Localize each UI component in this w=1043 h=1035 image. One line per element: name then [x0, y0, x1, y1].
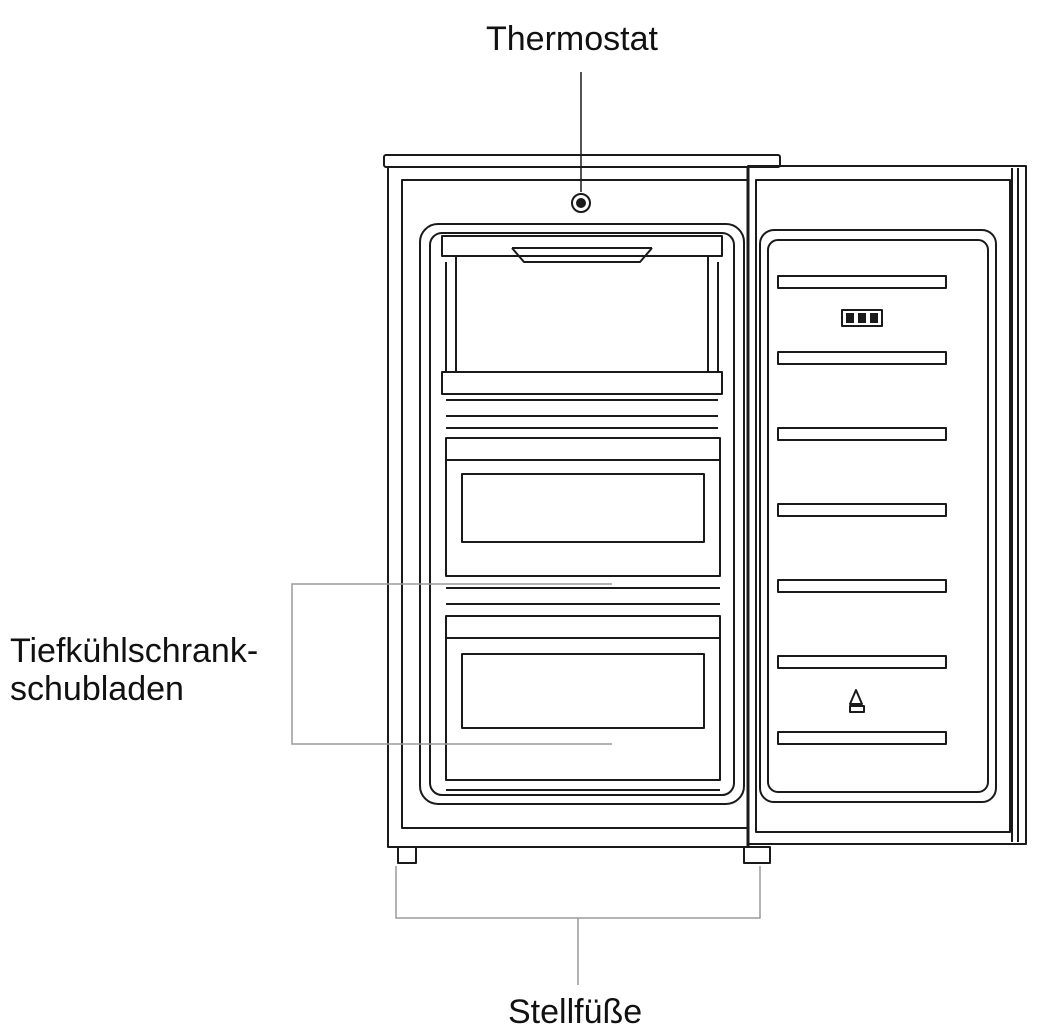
- top-compartment: [441, 235, 723, 429]
- top-compartment-rim: [441, 235, 723, 257]
- drawer-2-window: [461, 653, 705, 729]
- drawer-2-lip: [445, 615, 721, 639]
- drawer-2: [445, 615, 721, 791]
- adjustable-feet-label: Stellfüße: [508, 993, 643, 1031]
- drawer-1-lip: [445, 437, 721, 461]
- interior-outer-wall: [419, 223, 745, 805]
- freezer-drawers-label: Tiefkühlschrank- schubladen: [10, 632, 258, 708]
- door-liner: [759, 229, 997, 803]
- door-rack-2: [777, 351, 947, 365]
- thermostat-label: Thermostat: [486, 20, 658, 58]
- door-rack-5: [777, 579, 947, 593]
- door-liner-inner: [767, 239, 989, 793]
- drawer-2-front: [445, 637, 721, 781]
- drawers-leader: [291, 583, 612, 745]
- warning-icon: [849, 689, 865, 713]
- drawer-1-front: [445, 459, 721, 577]
- door-rack-4: [777, 503, 947, 517]
- freezer-drawers-label-line-1: Tiefkühlschrank-: [10, 632, 259, 670]
- interior-inner-wall: [429, 232, 735, 796]
- leader-lines: [291, 72, 761, 985]
- drawer-1: [445, 437, 721, 605]
- shelf: [441, 371, 723, 395]
- interior-compartment: [419, 223, 745, 805]
- door-rack-1: [777, 275, 947, 289]
- star-rating-icon: [841, 309, 883, 327]
- freezer-drawers-label-line-2: schubladen: [10, 670, 184, 708]
- door-racks: [777, 275, 947, 745]
- drawer-1-window: [461, 473, 705, 543]
- left-foot: [397, 846, 417, 864]
- cabinet-outline: [387, 166, 749, 848]
- freezer-door: [747, 165, 1027, 845]
- door-rack-3: [777, 427, 947, 441]
- cabinet-inner-frame: [401, 179, 749, 829]
- door-rack-7: [777, 731, 947, 745]
- feet-bracket: [395, 866, 761, 919]
- door-outline: [747, 165, 1027, 845]
- door-frame: [755, 179, 1011, 833]
- right-foot: [743, 846, 771, 864]
- door-rack-6: [777, 655, 947, 669]
- cabinet-top: [383, 154, 781, 168]
- thermostat-knob: [571, 193, 591, 213]
